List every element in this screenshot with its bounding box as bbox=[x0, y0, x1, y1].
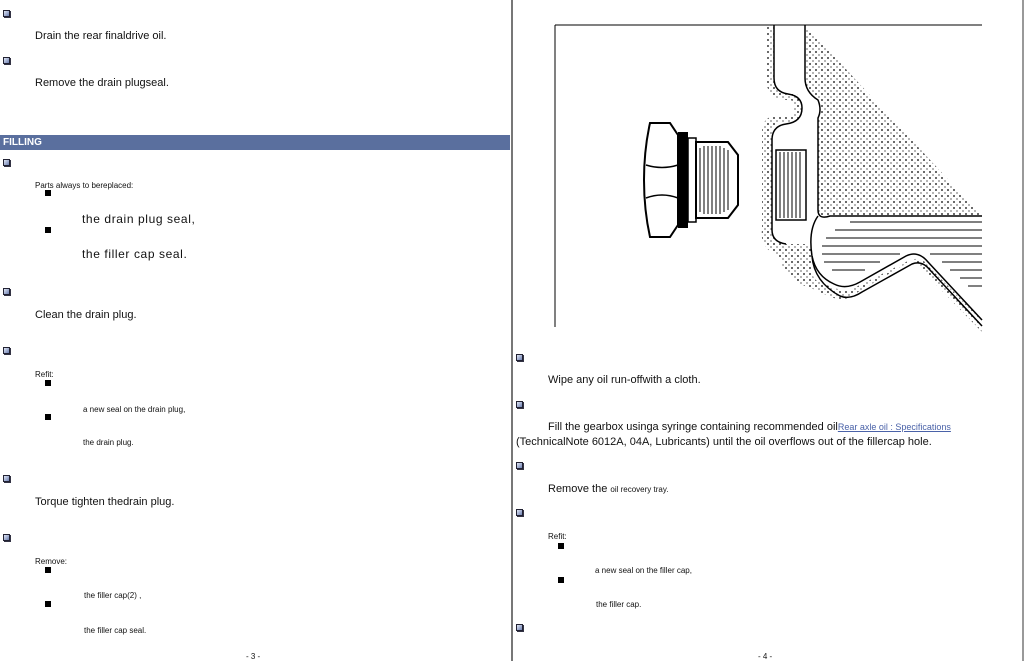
remove-label: Remove: bbox=[35, 557, 68, 566]
step-text: Torque tighten thedrain plug. bbox=[35, 496, 175, 508]
refit-item: a new seal on the drain plug, bbox=[83, 405, 186, 414]
step-icon bbox=[516, 401, 523, 408]
part-item: the drain plug seal, bbox=[82, 212, 196, 226]
step-icon bbox=[516, 462, 523, 469]
bullet-icon bbox=[45, 601, 51, 607]
step-icon bbox=[3, 159, 10, 166]
step-icon bbox=[3, 475, 10, 482]
refit-label: Refit: bbox=[35, 370, 54, 379]
page-edge bbox=[1022, 0, 1024, 661]
refit-label: Refit: bbox=[548, 532, 567, 541]
step-text-continued: (TechnicalNote 6012A, 04A, Lubricants) u… bbox=[516, 436, 932, 448]
step-text: Drain the rear finaldrive oil. bbox=[35, 30, 167, 42]
step-icon bbox=[516, 354, 523, 361]
drain-plug-illustration bbox=[642, 122, 739, 238]
step-text: Clean the drain plug. bbox=[35, 309, 137, 321]
bullet-icon bbox=[45, 567, 51, 573]
page-number: - 3 - bbox=[246, 652, 261, 661]
step-text-part: oil recovery tray. bbox=[610, 485, 669, 494]
refit-item: the filler cap. bbox=[596, 600, 642, 609]
remove-item: the filler cap(2) , bbox=[84, 591, 142, 600]
refit-item: the drain plug. bbox=[83, 438, 134, 447]
step-text-part: Fill the gearbox usinga syringe containi… bbox=[548, 421, 838, 433]
parts-intro: Parts always to bereplaced: bbox=[35, 181, 134, 190]
axle-housing-illustration bbox=[761, 25, 983, 332]
part-item: the filler cap seal. bbox=[82, 247, 188, 261]
specifications-link[interactable]: Rear axle oil : Specifications bbox=[837, 422, 951, 432]
remove-item: the filler cap seal. bbox=[84, 626, 147, 635]
bullet-icon bbox=[558, 543, 564, 549]
bullet-icon bbox=[45, 190, 51, 196]
step-text-part: Remove the bbox=[548, 483, 608, 495]
bullet-icon bbox=[45, 380, 51, 386]
page-number: - 4 - bbox=[758, 652, 773, 661]
step-icon bbox=[3, 10, 10, 17]
step-icon bbox=[3, 288, 10, 295]
page-divider bbox=[511, 0, 513, 661]
step-text: Fill the gearbox usinga syringe containi… bbox=[548, 421, 951, 433]
section-heading: FILLING bbox=[0, 135, 510, 150]
step-icon bbox=[3, 534, 10, 541]
bullet-icon bbox=[558, 577, 564, 583]
step-text: Remove the oil recovery tray. bbox=[548, 483, 668, 495]
bullet-icon bbox=[45, 414, 51, 420]
step-icon bbox=[516, 509, 523, 516]
refit-item: a new seal on the filler cap, bbox=[595, 566, 692, 575]
step-icon bbox=[516, 624, 523, 631]
drain-plug-figure bbox=[554, 24, 983, 332]
bullet-icon bbox=[45, 227, 51, 233]
step-text: Wipe any oil run-offwith a cloth. bbox=[548, 374, 701, 386]
step-icon bbox=[3, 57, 10, 64]
step-icon bbox=[3, 347, 10, 354]
step-text: Remove the drain plugseal. bbox=[35, 77, 169, 89]
